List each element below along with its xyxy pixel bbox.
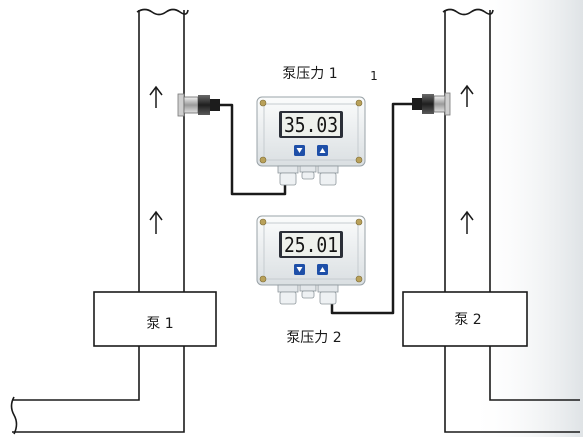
background-photo-fade xyxy=(470,0,583,437)
pump-1-box xyxy=(93,291,217,347)
cable-gland xyxy=(317,165,339,186)
pump-2-label: 泵 2 xyxy=(454,312,481,328)
pressure-sensor-fitting-right xyxy=(412,92,451,116)
up-arrow-icon xyxy=(149,85,163,108)
screw xyxy=(259,156,267,164)
up-triangle-icon xyxy=(319,267,326,272)
up-arrow-icon xyxy=(149,210,163,234)
pump-2-box xyxy=(402,291,528,347)
lcd-reading-1: 35.03 xyxy=(284,113,338,137)
pressure-2-label: 泵压力 2 xyxy=(286,330,341,346)
lcd-screen xyxy=(282,113,340,136)
screw xyxy=(259,218,267,226)
screw xyxy=(355,275,363,283)
right-pipe xyxy=(442,8,580,433)
stray-mark: 1 xyxy=(370,69,378,83)
screw xyxy=(355,218,363,226)
screw xyxy=(259,275,267,283)
left-pipe xyxy=(10,8,189,435)
screw xyxy=(355,156,363,164)
cable-gland xyxy=(299,284,317,299)
cable-gland xyxy=(317,284,339,305)
pressure-sensor-fitting-left xyxy=(177,93,220,117)
pressure-transmitter-1: 35.03 xyxy=(256,96,366,186)
down-triangle-icon xyxy=(296,148,303,153)
pressure-1-label: 泵压力 1 xyxy=(282,66,337,82)
pump-1-label: 泵 1 xyxy=(146,316,173,332)
cable-gland xyxy=(277,284,299,305)
up-arrow-icon xyxy=(460,210,474,234)
down-triangle-icon xyxy=(296,267,303,272)
up-triangle-icon xyxy=(319,148,326,153)
up-arrow-icon xyxy=(460,84,474,107)
signal-cable-1 xyxy=(220,103,287,196)
cable-gland xyxy=(299,165,317,180)
cable-gland xyxy=(277,165,299,186)
signal-cable-2 xyxy=(330,102,412,315)
lcd-screen xyxy=(282,233,340,256)
pressure-transmitter-2: 25.01 xyxy=(256,215,366,305)
screw xyxy=(259,99,267,107)
lcd-reading-2: 25.01 xyxy=(284,233,338,257)
screw xyxy=(355,99,363,107)
